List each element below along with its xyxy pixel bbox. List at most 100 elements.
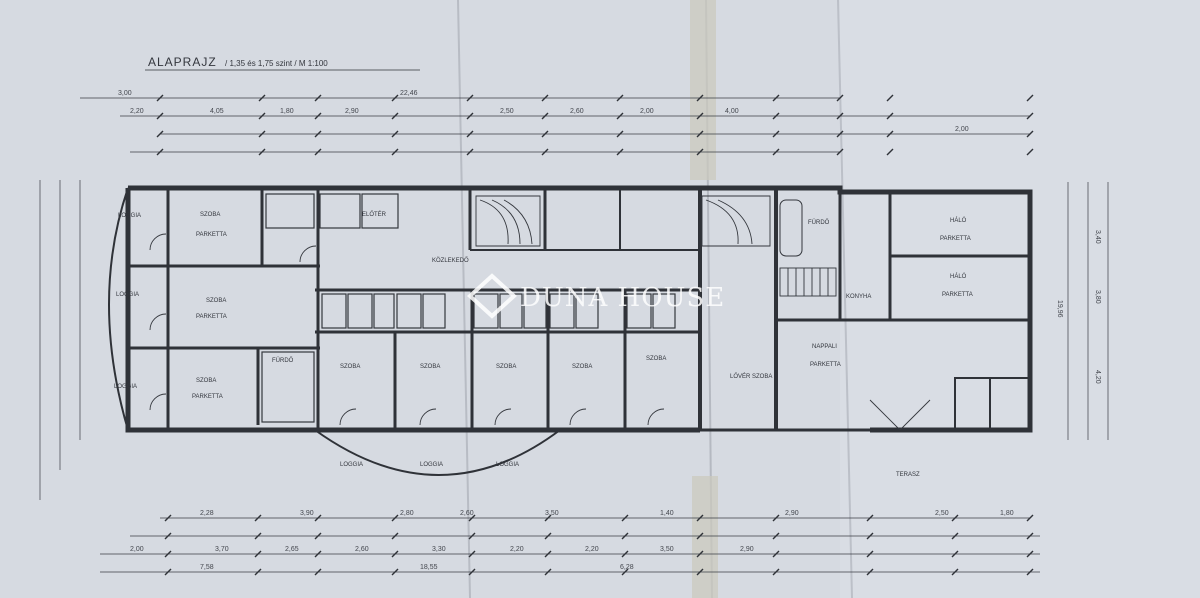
svg-text:LOGGIA: LOGGIA [116,292,139,298]
dim-bottom-12: 2,65 [285,546,299,553]
dimension-tick [468,514,476,522]
dimension-tick [836,148,844,156]
dimension-tick [866,568,874,576]
dim-bottom-9: 1,80 [1000,510,1014,517]
dimension-tick [772,514,780,522]
dimension-tick [544,532,552,540]
svg-text:PARKETTA: PARKETTA [192,394,223,400]
dimension-tick [391,148,399,156]
dim-bottom-16: 2,20 [585,546,599,553]
door-swings [149,233,931,431]
dimension-tick [156,130,164,138]
dim-top-11: 2,00 [955,126,969,133]
dimension-tick [541,94,549,102]
dim-total-2: 18,55 [420,564,438,571]
svg-text:LOGGIA: LOGGIA [496,462,519,468]
dim-top-7: 2,90 [345,108,359,115]
dimension-tick [621,550,629,558]
paper-fold [457,0,471,598]
dimension-lines-bottom [100,517,1040,573]
dimension-tick [466,148,474,156]
dimension-tick [254,514,262,522]
dimension-tick [696,532,704,540]
dimension-tick [696,94,704,102]
dimension-tick [886,112,894,120]
dim-total-1: 7,58 [200,564,214,571]
dimension-tick [466,94,474,102]
dimension-tick [836,130,844,138]
building-walls [108,185,1033,476]
dimension-tick [254,568,262,576]
svg-text:LOGGIA: LOGGIA [114,384,137,390]
dim-total-3: 6,28 [620,564,634,571]
dim-bottom-14: 3,30 [432,546,446,553]
dimension-tick [391,112,399,120]
dimension-tick [466,112,474,120]
svg-text:PARKETTA: PARKETTA [942,292,973,298]
dimension-tick [886,148,894,156]
tape-strip [690,0,716,180]
dimension-tick [541,130,549,138]
dimension-tick [258,94,266,102]
dimension-tick [468,532,476,540]
dimension-tick [886,130,894,138]
svg-text:TERASZ: TERASZ [896,472,920,478]
dimension-tick [866,532,874,540]
dimension-tick [621,532,629,540]
watermark-text: DUNA HOUSE [520,283,725,313]
dimension-tick [164,550,172,558]
dimension-tick [951,514,959,522]
svg-text:HÁLÓ: HÁLÓ [950,273,967,280]
dimension-tick [616,148,624,156]
svg-text:SZOBA: SZOBA [646,356,666,362]
svg-text:NAPPALI: NAPPALI [812,344,837,350]
svg-text:SZOBA: SZOBA [572,364,592,370]
watermark: DUNA HOUSE [467,273,725,319]
dimension-tick [1026,550,1034,558]
dim-bottom-5: 3,50 [545,510,559,517]
duna-house-logo-icon [467,273,517,319]
dimension-lines-left [39,180,81,500]
dimension-tick [156,148,164,156]
dim-bottom-17: 3,50 [660,546,674,553]
dim-top-4: 2,20 [130,108,144,115]
dimension-tick [951,550,959,558]
dimension-ticks-bottom [164,514,1034,576]
dim-right-2: 3,80 [1094,290,1101,304]
dim-top-3: 4,00 [725,108,739,115]
svg-text:LOGGIA: LOGGIA [118,213,141,219]
dimension-tick [616,94,624,102]
bathtub [779,199,803,257]
dim-top-9: 2,60 [570,108,584,115]
dimension-tick [391,514,399,522]
dimension-tick [696,130,704,138]
svg-text:PARKETTA: PARKETTA [196,314,227,320]
svg-text:FÜRDŐ: FÜRDŐ [808,219,830,226]
paper-fold [837,0,853,598]
svg-text:PARKETTA: PARKETTA [940,236,971,242]
svg-text:HÁLÓ: HÁLÓ [950,217,967,224]
dimension-tick [314,112,322,120]
dimension-tick [544,514,552,522]
dimension-tick [544,550,552,558]
dimension-tick [866,514,874,522]
tape-strip [692,476,718,598]
svg-text:PARKETTA: PARKETTA [810,362,841,368]
dimension-tick [164,514,172,522]
dimension-ticks-top [156,94,1034,156]
dimension-tick [1026,112,1034,120]
dim-top-2: 22,46 [400,90,418,97]
dimension-tick [391,550,399,558]
svg-text:KÖZLEKEDŐ: KÖZLEKEDŐ [432,257,469,264]
dim-right-1: 3,40 [1094,230,1101,244]
svg-text:SZOBA: SZOBA [200,212,220,218]
dimension-tick [1026,514,1034,522]
svg-text:SZOBA: SZOBA [206,298,226,304]
svg-text:PARKETTA: PARKETTA [196,232,227,238]
plan-title: ALAPRAJZ [148,55,217,69]
dimension-tick [616,112,624,120]
dimension-tick [544,568,552,576]
dimension-tick [886,94,894,102]
dim-top-10: 2,00 [640,108,654,115]
